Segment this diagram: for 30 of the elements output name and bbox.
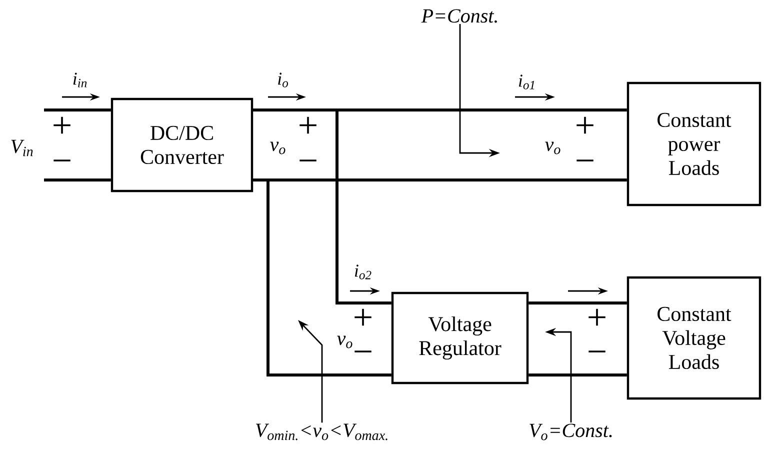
wire (528, 302, 627, 304)
block-box: Constant power Loads (626, 82, 762, 206)
annotation-text: V$_{omin.}$<v$_{o}$<V$_{omax.}$ (256, 424, 388, 440)
voltage-label: V$_{in}$ (11, 140, 33, 156)
annotation-text: V$_{o}$=Const. (530, 424, 612, 440)
block-box: Voltage Regulator (391, 292, 529, 384)
polarity-sign: − (576, 160, 594, 162)
polarity-sign: + (300, 116, 316, 134)
polarity-sign: + (588, 308, 606, 326)
wire (44, 108, 111, 112)
current-label: i$_{o2}$ (354, 264, 372, 280)
polarity-sign: − (300, 160, 316, 162)
current-label: i$_{o}$ (278, 72, 288, 88)
polarity-sign: + (54, 116, 70, 134)
wire (253, 178, 392, 376)
annotation-text: P=Const. (421, 9, 497, 23)
block-box: DC/DC Converter (110, 98, 254, 192)
block-box: Constant Voltage Loads (626, 276, 762, 400)
wire (44, 178, 111, 182)
voltage-label: v$_{o}$ (545, 142, 560, 154)
polarity-sign: − (54, 160, 70, 162)
polarity-sign: − (354, 350, 372, 352)
wire (528, 374, 627, 376)
polarity-sign: − (588, 350, 606, 352)
voltage-label: v$_{o}$ (337, 336, 352, 348)
polarity-sign: + (354, 308, 372, 326)
current-label: i$_{in}$ (73, 72, 87, 88)
current-label: i$_{o1}$ (518, 74, 534, 90)
polarity-sign: + (576, 116, 594, 134)
wire (253, 108, 392, 304)
